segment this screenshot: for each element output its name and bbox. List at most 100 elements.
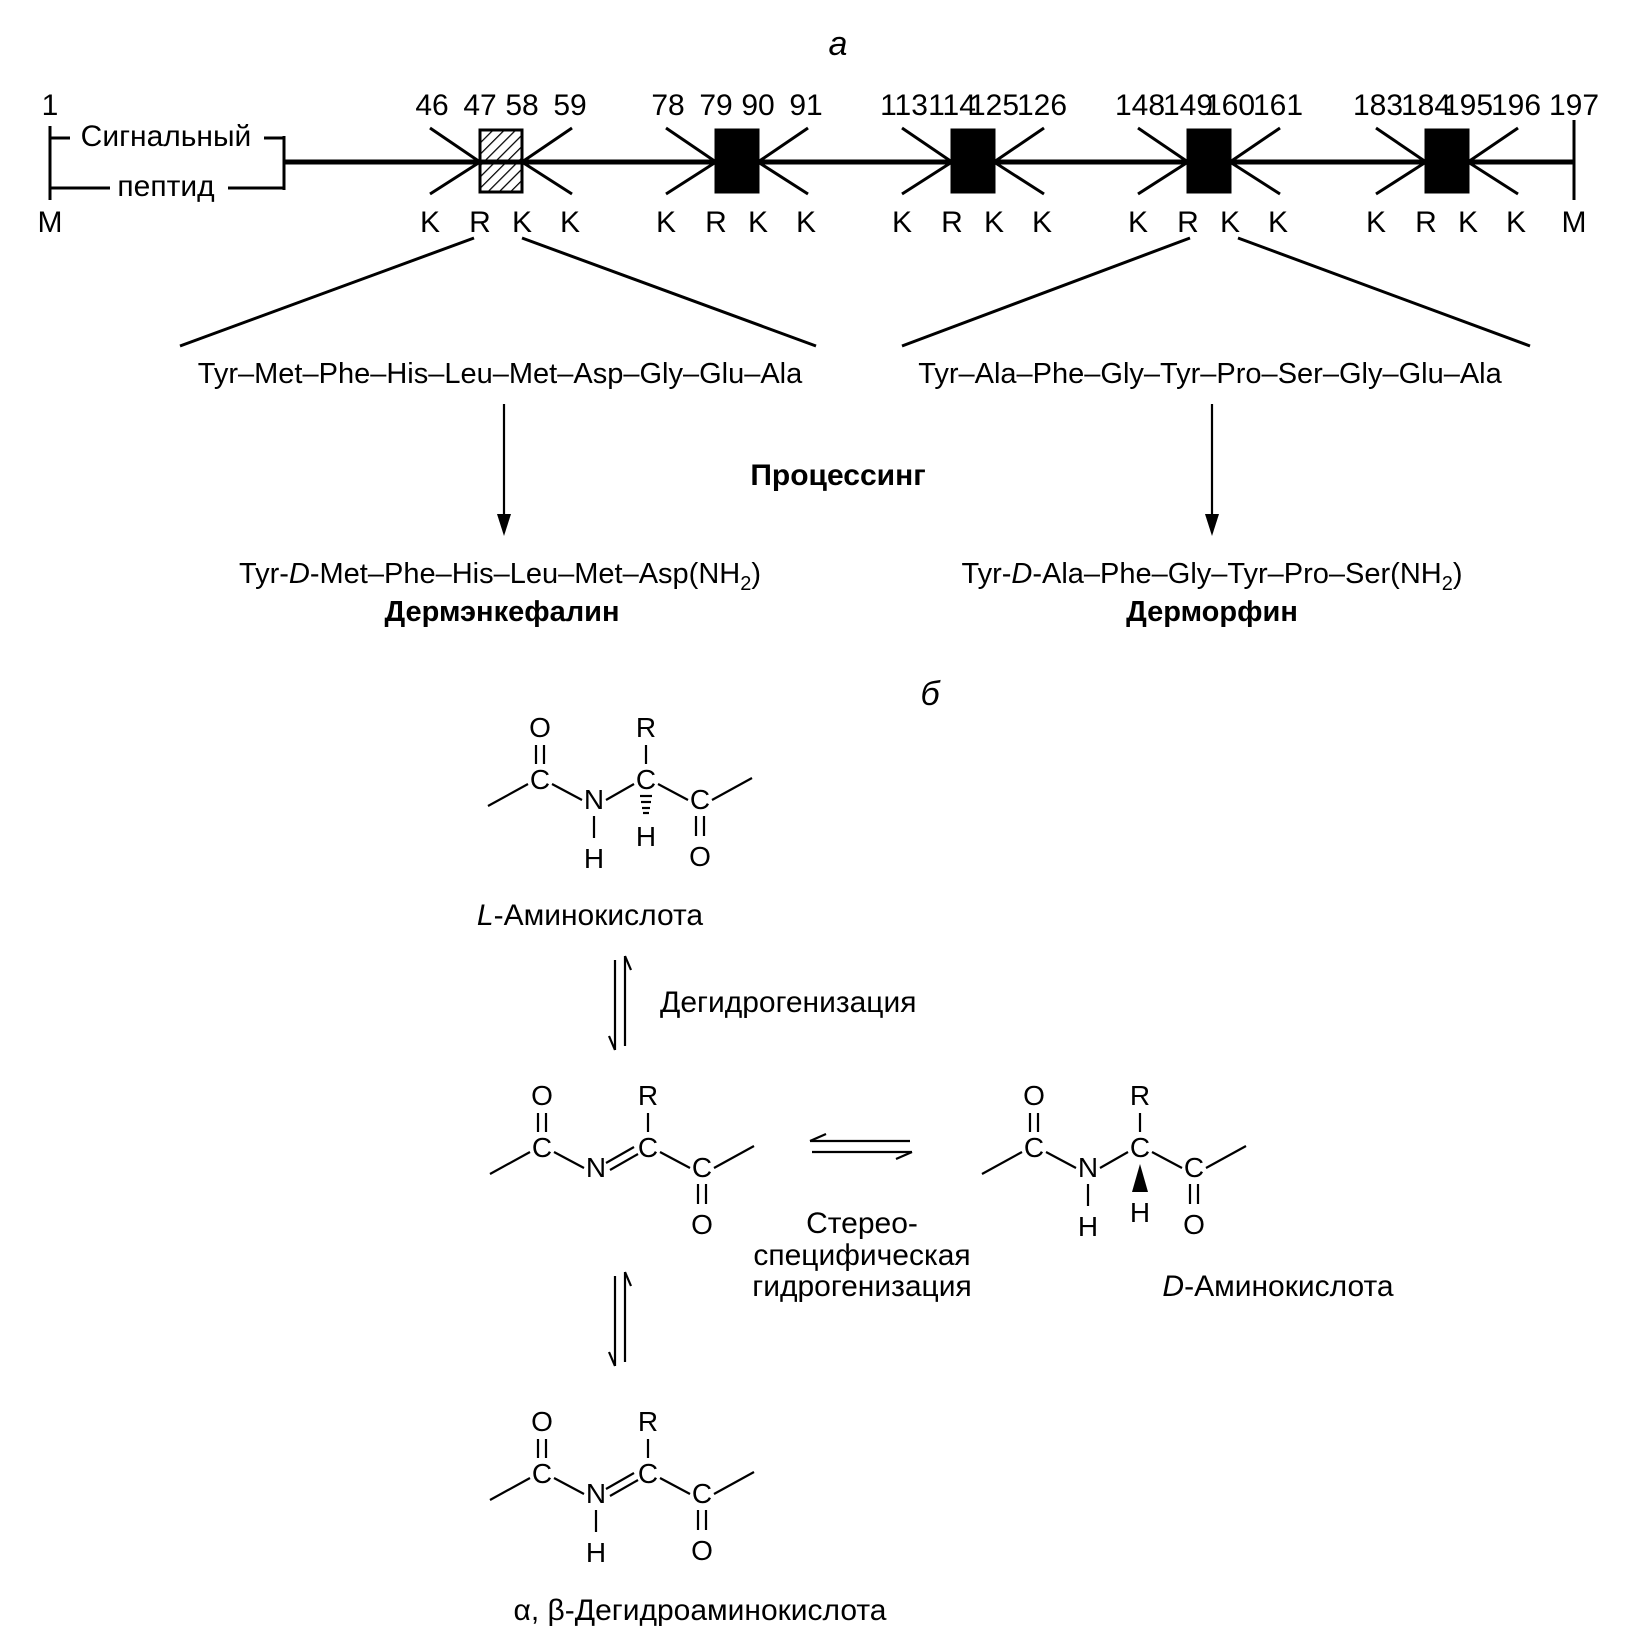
stereo-label-line1: Стерео-: [806, 1207, 918, 1240]
svg-text:O: O: [531, 1406, 553, 1437]
end-residue-m: M: [1562, 206, 1587, 239]
stereo-label-line3: гидрогенизация: [752, 1270, 972, 1303]
residue-label: K: [1268, 206, 1288, 239]
signal-peptide-label-line2: пептид: [117, 170, 214, 203]
position-196: 196: [1491, 89, 1541, 122]
residue-label: K: [796, 206, 816, 239]
position-197: 197: [1549, 89, 1599, 122]
position-91: 91: [789, 89, 822, 122]
position-183: 183: [1353, 89, 1403, 122]
svg-text:O: O: [1183, 1209, 1205, 1240]
svg-text:H: H: [1078, 1211, 1098, 1242]
svg-text:N: N: [586, 1478, 606, 1509]
residue-label: R: [705, 206, 727, 239]
svg-text:O: O: [531, 1080, 553, 1111]
position-195: 195: [1443, 89, 1493, 122]
cleavage-site-2: [665, 126, 809, 196]
position-114: 114: [928, 89, 976, 122]
equilibrium-arrow-tautomer: [607, 1271, 633, 1367]
position-78: 78: [651, 89, 684, 122]
residue-label: K: [1506, 206, 1526, 239]
l-amino-acid-structure: C O N H C R H C O: [487, 712, 753, 874]
processing-label: Процессинг: [750, 459, 925, 492]
svg-text:R: R: [1130, 1080, 1150, 1111]
position-125: 125: [969, 89, 1019, 122]
position-59: 59: [553, 89, 586, 122]
cleavage-site-5: [1375, 126, 1519, 196]
equilibrium-arrow-dehydrogenation: [607, 955, 633, 1051]
fan-line-left-a: [179, 236, 475, 348]
position-90: 90: [741, 89, 774, 122]
residue-label: R: [1415, 206, 1437, 239]
processing-arrow-left: [497, 514, 511, 536]
hatched-peptide-block: [478, 128, 524, 194]
svg-text:C: C: [532, 1132, 552, 1163]
d-amino-acid-structure: C O N H C R H C O: [981, 1080, 1247, 1242]
product-left-sequence: Tyr-D-Met–Phe–His–Leu–Met–Asp(NH2): [239, 558, 761, 595]
svg-text:R: R: [636, 712, 656, 743]
residue-label: K: [748, 206, 768, 239]
equilibrium-arrow-stereo: [809, 1132, 913, 1161]
residue-label: K: [1458, 206, 1478, 239]
svg-text:O: O: [529, 712, 551, 743]
product-right-name: Дерморфин: [1126, 596, 1298, 628]
dehydroamino-acid-name: α, β-Дегидроаминокислота: [514, 1594, 887, 1627]
fan-line-right-a: [901, 236, 1191, 348]
position-47: 47: [463, 89, 496, 122]
signal-peptide-label-line1: Сигнальный: [81, 120, 252, 153]
residue-label: K: [1366, 206, 1386, 239]
position-58: 58: [505, 89, 538, 122]
svg-text:C: C: [1130, 1132, 1150, 1163]
cleavage-site-1: [429, 126, 573, 196]
solid-peptide-block: [950, 128, 996, 194]
svg-text:C: C: [638, 1132, 658, 1163]
position-148: 148: [1115, 89, 1165, 122]
svg-text:R: R: [638, 1080, 658, 1111]
dehydroamino-acid-structure: C O N H C R C O: [489, 1406, 755, 1568]
svg-text:C: C: [692, 1478, 712, 1509]
precursor-left-sequence: Tyr–Met–Phe–His–Leu–Met–Asp–Gly–Glu–Ala: [198, 358, 803, 390]
svg-text:O: O: [689, 841, 711, 872]
svg-text:O: O: [1023, 1080, 1045, 1111]
residue-label: R: [941, 206, 963, 239]
cleavage-site-4: [1137, 126, 1281, 196]
svg-text:H: H: [636, 821, 656, 852]
solid-peptide-block: [1186, 128, 1232, 194]
l-amino-acid-name: L-Аминокислота: [477, 899, 703, 932]
residue-label: K: [1128, 206, 1148, 239]
precursor-right-sequence: Tyr–Ala–Phe–Gly–Tyr–Pro–Ser–Gly–Glu–Ala: [918, 358, 1502, 390]
residue-label: K: [512, 206, 532, 239]
svg-text:C: C: [690, 784, 710, 815]
residue-label: K: [656, 206, 676, 239]
svg-text:C: C: [1024, 1132, 1044, 1163]
svg-text:N: N: [584, 784, 604, 815]
svg-text:C: C: [530, 764, 550, 795]
cleavage-site-3: [901, 126, 1045, 196]
residue-label: K: [1220, 206, 1240, 239]
product-left-name: Дермэнкефалин: [385, 596, 620, 628]
svg-text:C: C: [1184, 1152, 1204, 1183]
position-46: 46: [415, 89, 448, 122]
solid-peptide-block: [1424, 128, 1470, 194]
product-right-sequence: Tyr-D-Ala–Phe–Gly–Tyr–Pro–Ser(NH2): [961, 558, 1462, 595]
processing-arrow-right: [1205, 514, 1219, 536]
svg-text:C: C: [636, 764, 656, 795]
residue-label: K: [984, 206, 1004, 239]
position-126: 126: [1017, 89, 1067, 122]
d-amino-acid-name: D-Аминокислота: [1162, 1270, 1393, 1303]
residue-label: R: [469, 206, 491, 239]
stereo-label-line2: специфическая: [753, 1239, 970, 1272]
svg-text:O: O: [691, 1209, 713, 1240]
svg-text:O: O: [691, 1535, 713, 1566]
residue-label: R: [1177, 206, 1199, 239]
svg-text:H: H: [1130, 1197, 1150, 1228]
svg-text:N: N: [586, 1152, 606, 1183]
position-113: 113: [880, 89, 928, 122]
svg-text:H: H: [586, 1537, 606, 1568]
svg-text:C: C: [692, 1152, 712, 1183]
residue-label: K: [560, 206, 580, 239]
panel-b-label: б: [920, 675, 941, 713]
position-160: 160: [1205, 89, 1255, 122]
position-184: 184: [1401, 89, 1451, 122]
